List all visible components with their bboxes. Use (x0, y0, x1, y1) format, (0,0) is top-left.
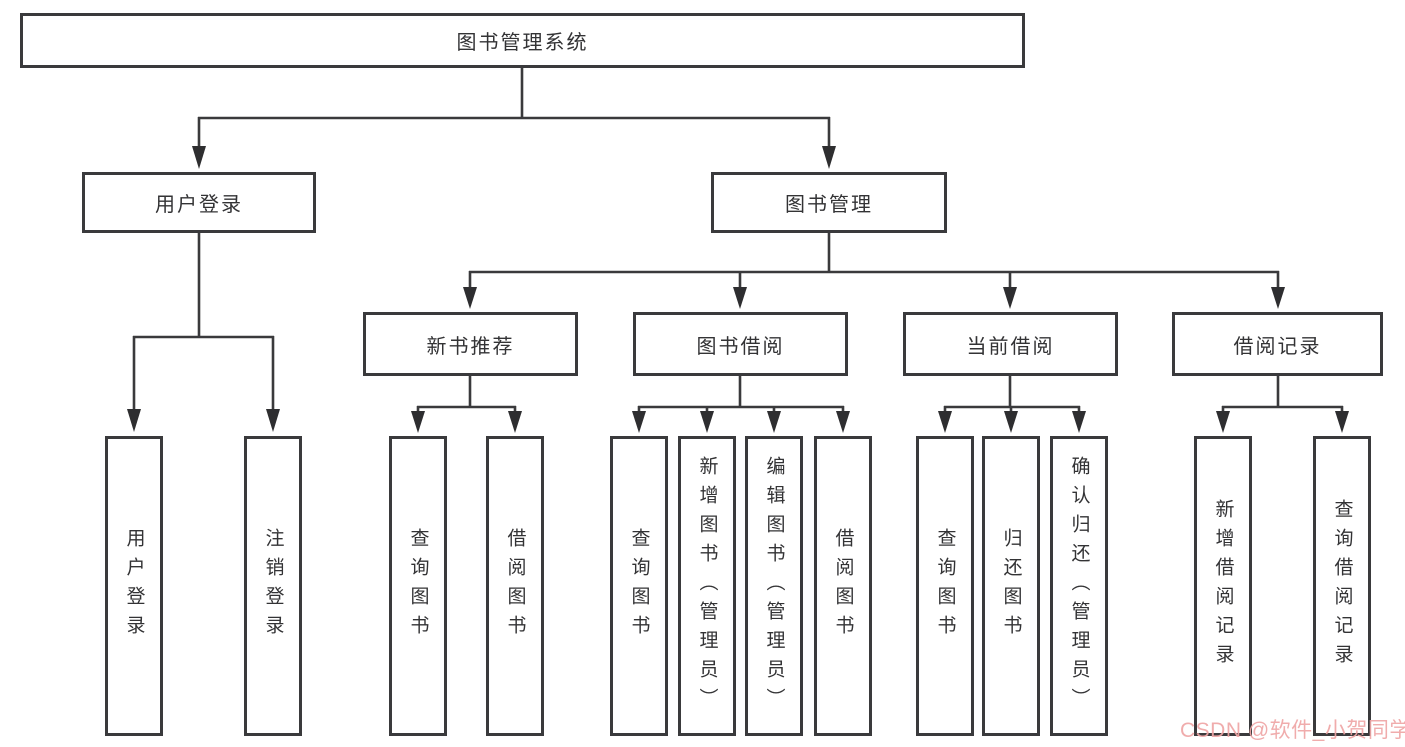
node-root-label: 图书管理系统 (456, 32, 589, 54)
leaf-record-query-record: 查询借阅记录 (1313, 436, 1371, 736)
leaf-recommend-query-book-label: 查询图书 (407, 528, 429, 644)
leaf-record-add-record: 新增借阅记录 (1194, 436, 1252, 736)
leaf-current-query-book-label: 查询图书 (934, 528, 956, 644)
leaf-recommend-borrow-book: 借阅图书 (486, 436, 544, 736)
node-book-borrow: 图书借阅 (633, 312, 848, 376)
leaf-current-confirm-return-admin-label: 确认归还（管理员） (1068, 455, 1090, 717)
leaf-record-query-record-label: 查询借阅记录 (1331, 499, 1353, 673)
leaf-recommend-borrow-book-label: 借阅图书 (504, 528, 526, 644)
leaf-logout-label: 注销登录 (262, 528, 284, 644)
node-user-login-label: 用户登录 (155, 194, 243, 216)
node-new-book-recommend: 新书推荐 (363, 312, 578, 376)
leaf-logout: 注销登录 (244, 436, 302, 736)
node-current-borrow-label: 当前借阅 (966, 335, 1055, 358)
leaf-current-return-book-label: 归还图书 (1000, 528, 1022, 644)
csdn-watermark: CSDN @软件_小贺同学 (1180, 719, 1405, 742)
leaf-user-login-label: 用户登录 (123, 528, 145, 644)
leaf-borrow-edit-book-admin-label: 编辑图书（管理员） (763, 455, 785, 717)
leaf-borrow-query-book: 查询图书 (610, 436, 668, 736)
node-book-borrow-label: 图书借阅 (696, 335, 785, 358)
leaf-current-confirm-return-admin: 确认归还（管理员） (1050, 436, 1108, 736)
leaf-current-return-book: 归还图书 (982, 436, 1040, 736)
leaf-borrow-borrow-book-label: 借阅图书 (832, 528, 854, 644)
leaf-borrow-edit-book-admin: 编辑图书（管理员） (745, 436, 803, 736)
node-borrow-record-label: 借阅记录 (1233, 335, 1322, 358)
leaf-borrow-borrow-book: 借阅图书 (814, 436, 872, 736)
leaf-recommend-query-book: 查询图书 (389, 436, 447, 736)
leaf-borrow-add-book-admin: 新增图书（管理员） (678, 436, 736, 736)
leaf-record-add-record-label: 新增借阅记录 (1212, 499, 1234, 673)
leaf-borrow-add-book-admin-label: 新增图书（管理员） (696, 455, 718, 717)
node-book-management-label: 图书管理 (785, 194, 873, 216)
leaf-borrow-query-book-label: 查询图书 (628, 528, 650, 644)
node-root: 图书管理系统 (20, 13, 1025, 68)
node-new-book-recommend-label: 新书推荐 (426, 335, 515, 358)
node-current-borrow: 当前借阅 (903, 312, 1118, 376)
node-borrow-record: 借阅记录 (1172, 312, 1383, 376)
leaf-current-query-book: 查询图书 (916, 436, 974, 736)
leaf-user-login: 用户登录 (105, 436, 163, 736)
node-user-login: 用户登录 (82, 172, 316, 233)
node-book-management: 图书管理 (711, 172, 947, 233)
